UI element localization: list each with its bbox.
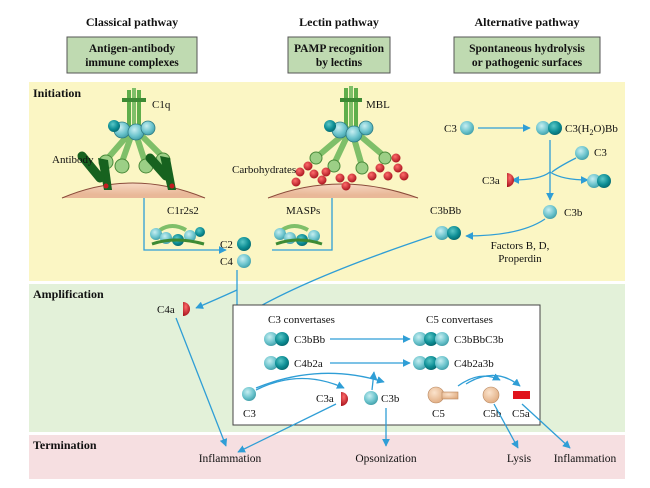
label-c3h2obb: C3(H2O)Bb [565,123,618,137]
label-c4a: C4a [157,304,175,316]
label-antibody: Antibody [52,154,94,166]
outcome-lysis: Lysis [507,453,532,465]
c1r2s2-illustration [150,224,205,246]
label-mbl: MBL [366,99,390,111]
label-c2: C2 [220,239,233,251]
label-amp-c5: C5 [432,408,445,420]
antibody-illustration [77,151,176,190]
label-amp-c5a: C5a [512,408,530,420]
termination-band [29,435,625,479]
mbl-complex-illustration [309,86,392,175]
amp-c5b-molecule [482,386,500,404]
alt-c3-molecule [460,121,474,135]
box-pamp-recognition: PAMP recognition by lectins [287,36,391,74]
header-lectin-pathway: Lectin pathway [299,15,379,29]
masps-illustration [274,224,323,246]
label-carbohydrates: Carbohydrates [232,164,296,176]
label-c3bbb: C3bBb [430,205,462,217]
c4-molecule [237,254,251,268]
arrow-amp-c3-cleavage [255,377,345,391]
label-c5-convertases: C5 convertases [426,314,493,326]
section-label-amplification: Amplification [33,287,104,301]
c3h2obb-molecule [536,121,562,135]
label-conv-c4b2a3b: C4b2a3b [454,358,494,370]
label-amp-c3b: C3b [381,393,400,405]
label-alt-c3b: C3b [564,207,583,219]
carbohydrate-beads [291,153,409,191]
arrow-c3b-to-c3bbb [465,218,546,240]
c3bbb-molecule [435,226,461,240]
outcome-inflammation-left: Inflammation [199,453,262,465]
amp-c5a-fragment [513,391,530,399]
section-label-termination: Termination [33,438,97,452]
classical-lectin-bracket [143,198,333,254]
label-amp-c3a: C3a [316,393,334,405]
label-c1r2s2: C1r2s2 [167,205,199,217]
alt-c3a-fragment [507,173,514,187]
svg-text:PAMP recognition: PAMP recognition [294,43,385,55]
conv-c3bbb-molecule [264,332,289,346]
label-conv-c3bbb: C3bBb [294,334,326,346]
c4a-fragment [183,302,190,316]
c1q-complex-illustration [98,88,171,174]
header-alternative-pathway: Alternative pathway [475,15,580,29]
amp-c3b-molecule [364,391,378,405]
alt-cleavage-arrows [511,140,589,201]
conv-c4b2a-molecule [264,356,289,370]
outcome-inflammation-right: Inflammation [554,453,617,465]
label-factors-1: Factors B, D, [491,240,550,252]
c2-molecule [237,237,251,251]
lectin-cell-surface [267,183,419,199]
label-alt-c3-right: C3 [594,147,607,159]
label-conv-c4b2a: C4b2a [294,358,323,370]
alt-c3-right-molecule [575,146,589,160]
outcome-opsonization: Opsonization [355,453,417,465]
conv-c3bbbc3b-molecule [413,332,449,346]
arrow-c5-to-c5a [465,374,521,387]
label-factors-2: Properdin [498,253,542,265]
svg-text:immune complexes: immune complexes [85,57,179,69]
arrow-c3b-up-to-convertase [369,371,378,391]
c3b-bb-complex-right [587,174,611,188]
termination-arrows [175,317,571,453]
label-c4: C4 [220,256,233,268]
label-masps: MASPs [286,205,320,217]
section-label-initiation: Initiation [33,86,81,100]
label-amp-c3: C3 [243,408,256,420]
box-antigen-antibody: Antigen-antibody immune complexes [66,36,198,74]
label-conv-c3bbbc3b: C3bBbC3b [454,334,504,346]
alt-c3b-molecule [543,205,557,219]
classical-cell-surface [61,182,206,199]
box-spontaneous-hydrolysis: Spontaneous hydrolysis or pathogenic sur… [453,36,601,74]
svg-text:Spontaneous hydrolysis: Spontaneous hydrolysis [469,43,585,55]
conv-c4b2a3b-molecule [413,356,449,370]
label-alt-c3a: C3a [482,175,500,187]
amp-c3-molecule [242,387,256,401]
amp-c5-molecule [427,386,459,404]
header-classical-pathway: Classical pathway [86,15,178,29]
label-c1q: C1q [152,99,171,111]
arrow-c5-cleavage [457,373,501,387]
svg-text:or pathogenic surfaces: or pathogenic surfaces [472,57,583,69]
label-alt-c3: C3 [444,123,457,135]
svg-text:by lectins: by lectins [316,57,363,69]
amp-c3a-fragment [341,392,348,406]
svg-text:Antigen-antibody: Antigen-antibody [89,43,176,55]
label-c3-convertases: C3 convertases [268,314,335,326]
